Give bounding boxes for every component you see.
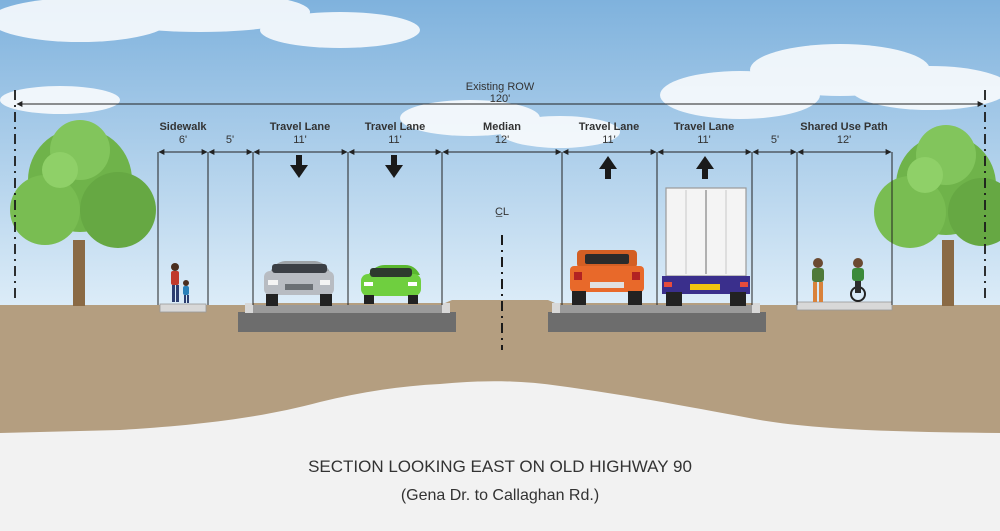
arrow-up-icon — [696, 156, 714, 179]
segment-label-median: Median — [483, 121, 521, 133]
tree-left — [10, 120, 156, 306]
caption-title: SECTION LOOKING EAST ON OLD HIGHWAY 90 — [308, 457, 692, 476]
hatchback-green — [361, 265, 421, 304]
cyclist — [850, 258, 866, 302]
pedestrian-child — [183, 280, 189, 303]
pickup-orange — [570, 250, 644, 305]
segment-dimension-lines — [157, 149, 893, 305]
arrow-down-icon — [290, 155, 308, 178]
segment-label-travel-lane-4: Travel Lane — [674, 121, 735, 133]
segment-width-shared-use-path: 12' — [837, 134, 851, 146]
arrow-up-icon — [599, 156, 617, 179]
tree-right — [874, 125, 1000, 306]
segment-width-travel-lane-3: 11' — [602, 134, 616, 146]
segment-width-median: 12' — [495, 134, 509, 146]
roadway-left — [238, 303, 456, 332]
clouds — [0, 0, 1000, 148]
caption-subtitle: (Gena Dr. to Callaghan Rd.) — [401, 487, 599, 504]
segment-label-travel-lane-2: Travel Lane — [365, 121, 426, 133]
segment-width-sidewalk: 6' — [179, 134, 187, 146]
row-label: Existing ROW — [466, 81, 535, 93]
segment-label-travel-lane-1: Travel Lane — [270, 121, 331, 133]
segment-width-buffer-left: 5' — [226, 134, 234, 146]
segment-width-travel-lane-1: 11' — [293, 134, 307, 146]
box-truck — [662, 187, 750, 306]
sidewalk-slab — [159, 303, 207, 313]
segment-label-shared-use-path: Shared Use Path — [800, 121, 888, 133]
roadway-right — [548, 303, 766, 332]
row-width: 120' — [490, 93, 510, 105]
segment-label-travel-lane-3: Travel Lane — [579, 121, 640, 133]
soil-cutaway — [0, 381, 1000, 531]
segment-label-sidewalk: Sidewalk — [159, 121, 207, 133]
pedestrian-adult — [171, 263, 179, 302]
pedestrian-path-walker — [812, 258, 824, 302]
segment-width-travel-lane-2: 11' — [388, 134, 402, 146]
sedan-silver — [264, 261, 334, 306]
shared-use-path-slab — [796, 301, 893, 311]
centerline-icon: C̲L — [495, 206, 509, 218]
arrow-down-icon — [385, 155, 403, 178]
segment-width-buffer-right: 5' — [771, 134, 779, 146]
segment-width-travel-lane-4: 11' — [697, 134, 711, 146]
